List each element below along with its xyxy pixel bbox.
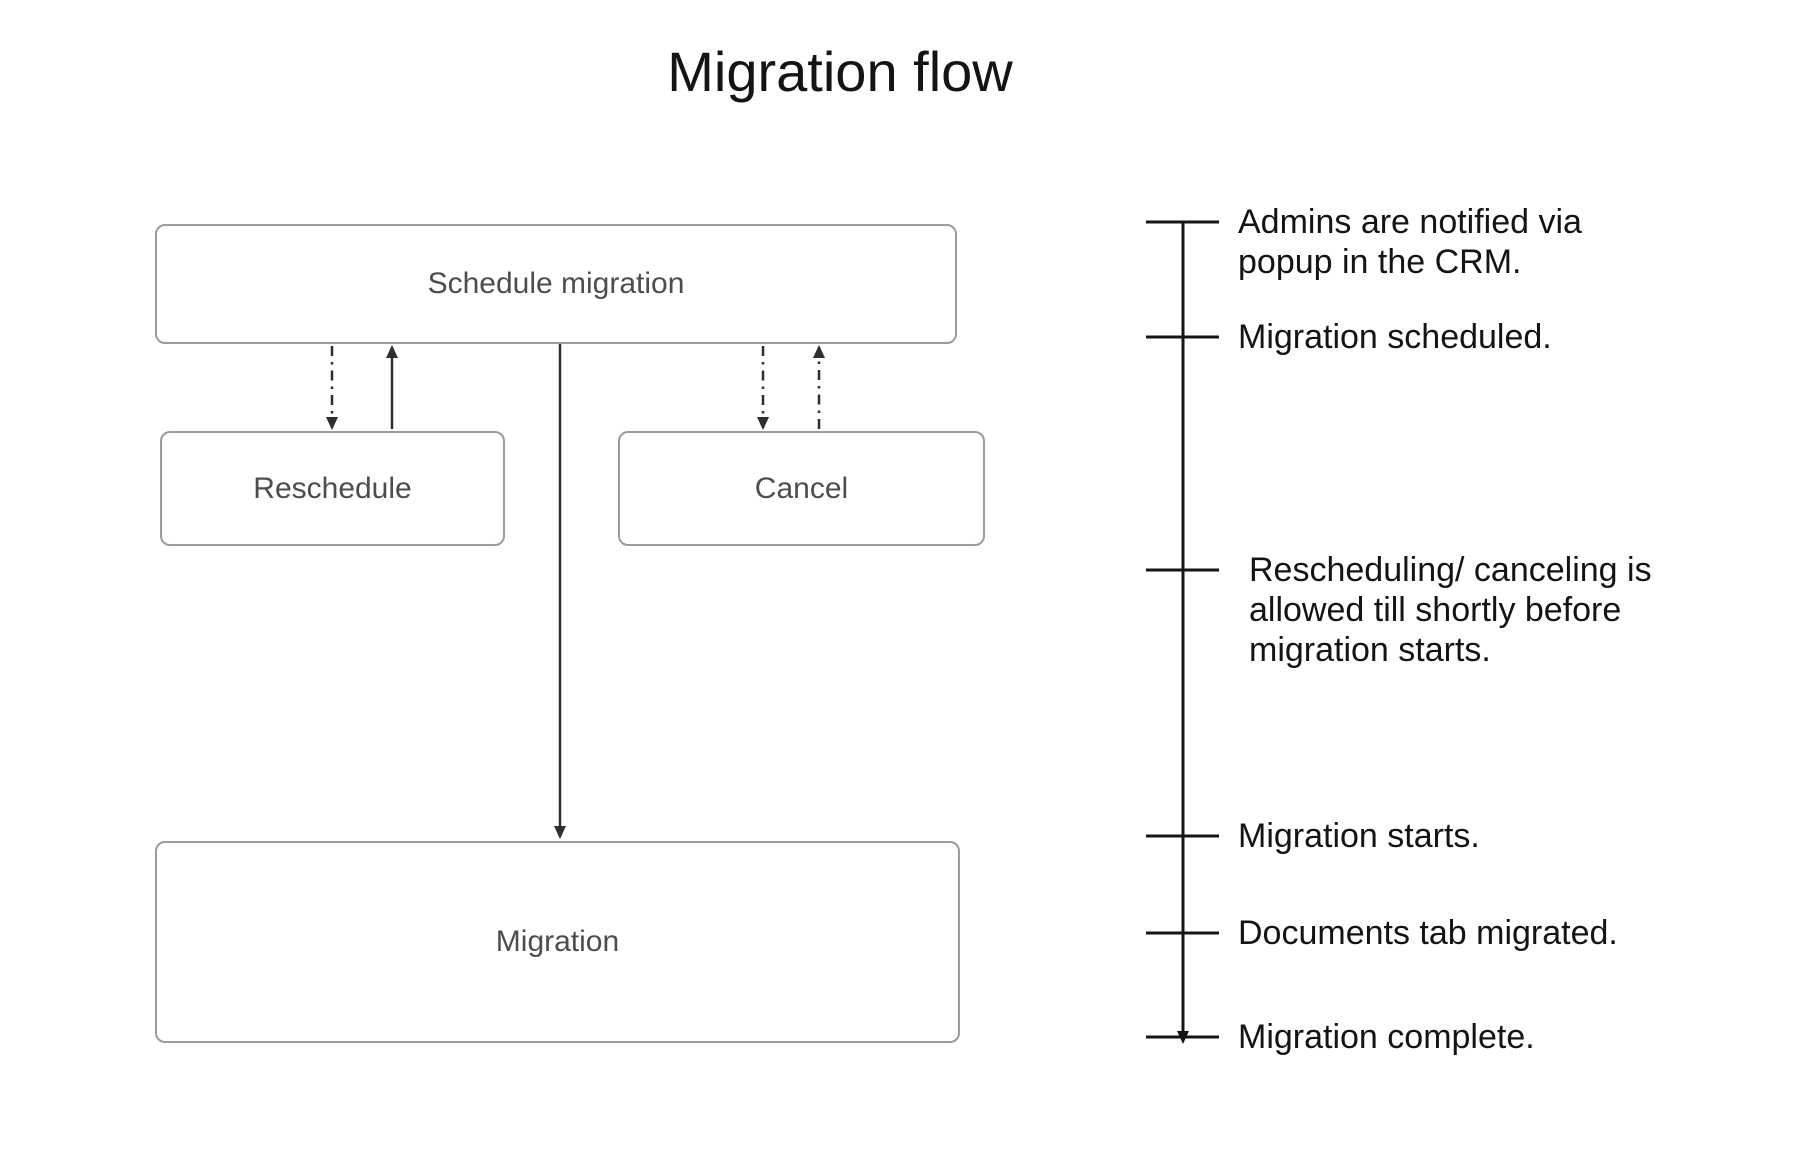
node-schedule-migration-label: Schedule migration (427, 267, 685, 300)
node-reschedule: Reschedule (160, 431, 505, 546)
node-cancel: Cancel (618, 431, 985, 546)
node-migration-label: Migration (495, 925, 620, 958)
node-schedule-migration: Schedule migration (155, 224, 957, 344)
timeline-event-line: Rescheduling/ canceling is (1249, 551, 1652, 589)
node-migration: Migration (155, 841, 960, 1043)
timeline-event-line: Documents tab migrated. (1238, 914, 1618, 952)
timeline-event-line: allowed till shortly before (1249, 591, 1622, 629)
timeline-event: Migration complete. (1238, 1017, 1535, 1057)
timeline-event-line: Migration complete. (1238, 1018, 1535, 1056)
timeline-event: Migration scheduled. (1238, 317, 1552, 357)
node-cancel-label: Cancel (754, 471, 849, 505)
timeline-event-line: migration starts. (1249, 631, 1491, 669)
timeline-event: Admins are notified via popup in the CRM… (1238, 202, 1582, 282)
timeline-event: Documents tab migrated. (1238, 913, 1618, 953)
timeline-event-line: Admins are notified via (1238, 203, 1582, 241)
timeline-event: Rescheduling/ canceling is allowed till … (1249, 550, 1652, 670)
timeline-event-line: popup in the CRM. (1238, 243, 1522, 281)
node-reschedule-label: Reschedule (253, 471, 412, 505)
timeline-event-line: Migration starts. (1238, 817, 1480, 855)
diagram-title: Migration flow (667, 40, 1013, 103)
timeline-event: Migration starts. (1238, 816, 1480, 856)
timeline-event-line: Migration scheduled. (1238, 318, 1552, 356)
